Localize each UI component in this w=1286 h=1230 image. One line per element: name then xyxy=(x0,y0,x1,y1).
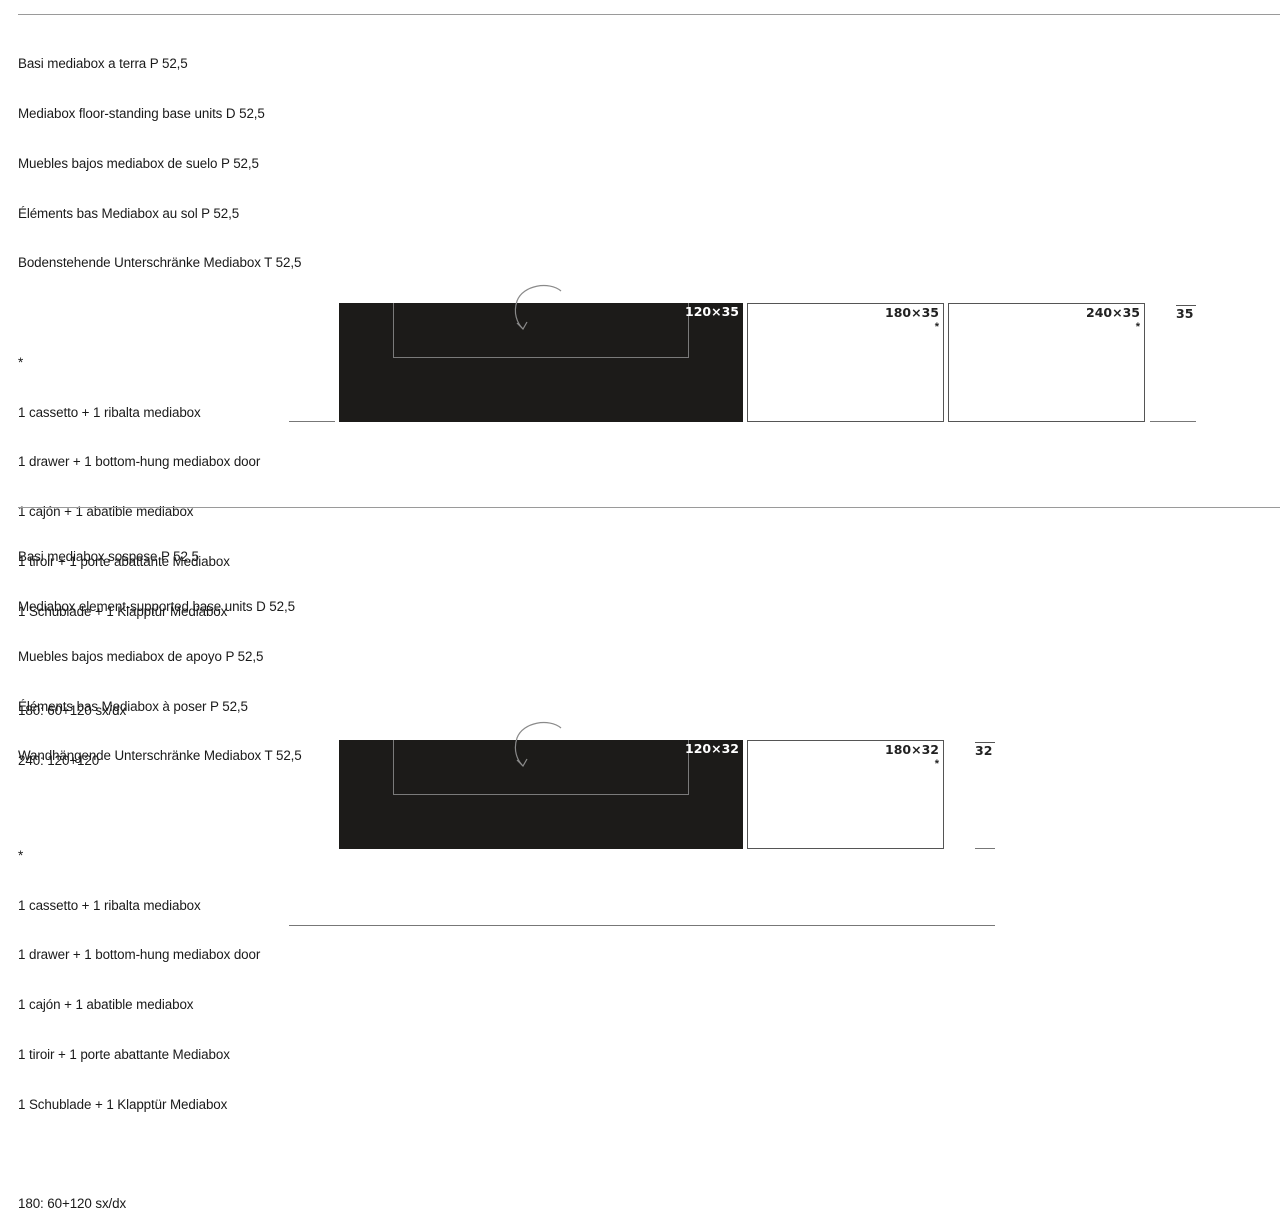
config-180: 180: 60+120 sx/dx xyxy=(18,1196,127,1212)
title-fr: Éléments bas Mediabox au sol P 52,5 xyxy=(18,205,240,221)
module-dimension-label: 120×32 xyxy=(685,741,739,756)
section-1-description: Basi mediabox a terra P 52,5 Mediabox fl… xyxy=(18,23,301,786)
title-it: Basi mediabox sospese P 52,5 xyxy=(18,549,199,565)
height-label-35: 35 xyxy=(1176,305,1196,321)
footnote-star: * xyxy=(18,354,24,370)
section-1-top-rule xyxy=(18,14,1280,15)
bottom-rule xyxy=(289,925,995,926)
title-en: Mediabox floor-standing base units D 52,… xyxy=(18,105,265,121)
note-fr: 1 tiroir + 1 porte abattante Mediabox xyxy=(18,554,230,569)
title-en: Mediabox element-supported base units D … xyxy=(18,598,295,614)
note-fr: 1 tiroir + 1 porte abattante Mediabox xyxy=(18,1047,230,1062)
title-es: Muebles bajos mediabox de apoyo P 52,5 xyxy=(18,648,264,664)
drawer-outline xyxy=(393,303,689,358)
section-2-description: Basi mediabox sospese P 52,5 Mediabox el… xyxy=(18,516,302,1230)
note-de: 1 Schublade + 1 Klapptür Mediabox xyxy=(18,1096,228,1112)
floor-line-left xyxy=(289,421,335,422)
module-180x35: 180×35 * xyxy=(747,303,944,422)
title-fr: Éléments bas Mediabox à poser P 52,5 xyxy=(18,698,248,714)
module-footnote-star: * xyxy=(934,321,939,333)
note-it: 1 cassetto + 1 ribalta mediabox xyxy=(18,897,201,913)
config-180: 180: 60+120 sx/dx xyxy=(18,703,127,719)
config-240: 240: 120+120 xyxy=(18,753,100,769)
note-en: 1 drawer + 1 bottom-hung mediabox door xyxy=(18,947,261,963)
title-es: Muebles bajos mediabox de suelo P 52,5 xyxy=(18,155,259,171)
height-label-32: 32 xyxy=(975,742,995,758)
module-footnote-star: * xyxy=(1135,321,1140,333)
module-dimension-label: 240×35 xyxy=(1086,305,1140,320)
floor-line-right xyxy=(1150,421,1196,422)
section-2-top-rule xyxy=(18,507,1280,508)
title-de: Bodenstehende Unterschränke Mediabox T 5… xyxy=(18,255,302,271)
title-it: Basi mediabox a terra P 52,5 xyxy=(18,56,188,72)
drawer-outline xyxy=(393,740,689,795)
rotation-arrow-icon xyxy=(514,721,562,767)
module-dimension-label: 180×35 xyxy=(885,305,939,320)
module-180x32: 180×32 * xyxy=(747,740,944,849)
title-de: Wandhängende Unterschränke Mediabox T 52… xyxy=(18,748,302,764)
module-120x32: 120×32 xyxy=(339,721,743,849)
rotation-arrow-icon xyxy=(514,284,562,330)
footnote-star: * xyxy=(18,847,24,863)
note-de: 1 Schublade + 1 Klapptür Mediabox xyxy=(18,603,228,619)
height-base-line xyxy=(975,848,995,849)
note-it: 1 cassetto + 1 ribalta mediabox xyxy=(18,404,201,420)
module-240x35: 240×35 * xyxy=(948,303,1145,422)
module-dimension-label: 120×35 xyxy=(685,304,739,319)
note-es: 1 cajón + 1 abatible mediabox xyxy=(18,997,194,1013)
note-en: 1 drawer + 1 bottom-hung mediabox door xyxy=(18,454,261,470)
module-120x35: 120×35 xyxy=(339,284,743,422)
module-footnote-star: * xyxy=(934,758,939,770)
module-dimension-label: 180×32 xyxy=(885,742,939,757)
